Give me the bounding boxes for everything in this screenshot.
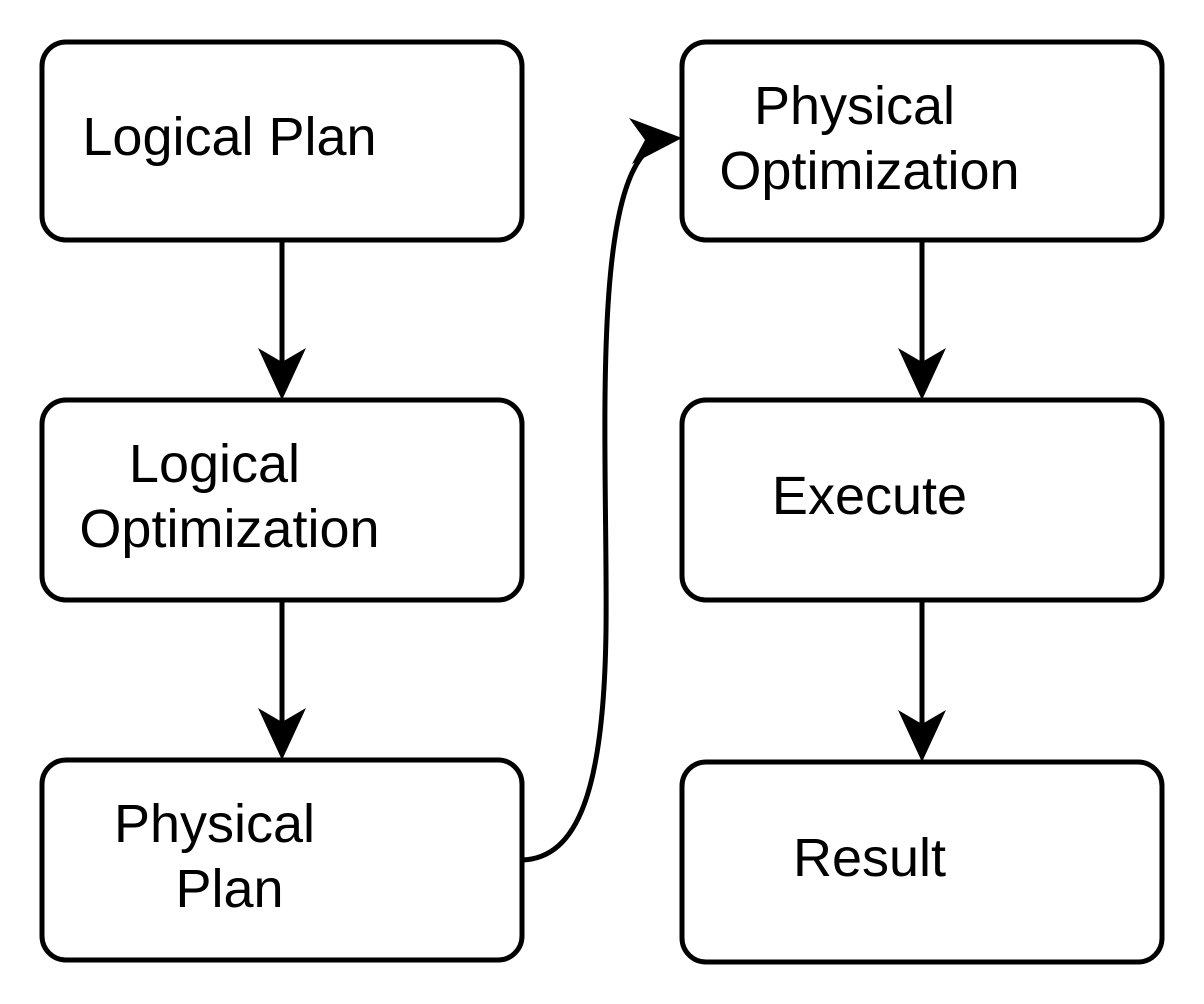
node-shape[interactable] [39, 757, 525, 963]
node-label-line: Optimization [79, 499, 379, 559]
node-label-result: Result [793, 828, 1051, 888]
node-label-line: Physical [114, 794, 315, 854]
node-result[interactable]: Result [679, 759, 1165, 965]
arrowhead-down-icon [898, 348, 946, 400]
node-label-line: Logical Plan [82, 107, 376, 167]
node-label-line: Result [793, 828, 946, 888]
node-physical-plan[interactable]: Physical Plan [39, 757, 525, 963]
node-label-line: Execute [772, 466, 967, 526]
node-shape[interactable] [39, 39, 525, 243]
edge-execute-to-result [898, 600, 946, 762]
edge-curve [521, 148, 650, 863]
arrowhead-down-icon [898, 710, 946, 762]
node-label-line: Physical [754, 76, 955, 136]
edge-logical-optimization-to-physical-plan [258, 600, 306, 760]
node-shape[interactable] [679, 39, 1165, 243]
node-label-logical-plan: Logical Plan [82, 107, 481, 167]
node-label-execute: Execute [772, 466, 1072, 526]
edge-physical-plan-to-physical-optimization [521, 118, 682, 863]
node-execute[interactable]: Execute [679, 397, 1165, 603]
node-shape[interactable] [39, 397, 525, 603]
node-physical-optimization[interactable]: Physical Optimization [679, 39, 1165, 243]
node-shape[interactable] [679, 759, 1165, 965]
node-logical-plan[interactable]: Logical Plan [39, 39, 525, 243]
node-logical-optimization[interactable]: Logical Optimization [39, 397, 525, 603]
node-label-physical-optimization: Physical Optimization [719, 76, 1124, 201]
edge-physical-optimization-to-execute [898, 240, 946, 400]
arrowhead-down-icon [258, 348, 306, 400]
node-label-logical-optimization: Logical Optimization [79, 434, 484, 559]
edge-logical-plan-to-logical-optimization [258, 240, 306, 400]
node-label-line: Optimization [719, 141, 1019, 201]
node-label-physical-plan: Physical Plan [114, 794, 450, 919]
node-label-line: Logical [129, 434, 300, 494]
arrowhead-right-icon [629, 118, 682, 164]
node-label-line: Plan [175, 859, 283, 919]
arrowhead-down-icon [258, 708, 306, 760]
node-shape[interactable] [679, 397, 1165, 603]
